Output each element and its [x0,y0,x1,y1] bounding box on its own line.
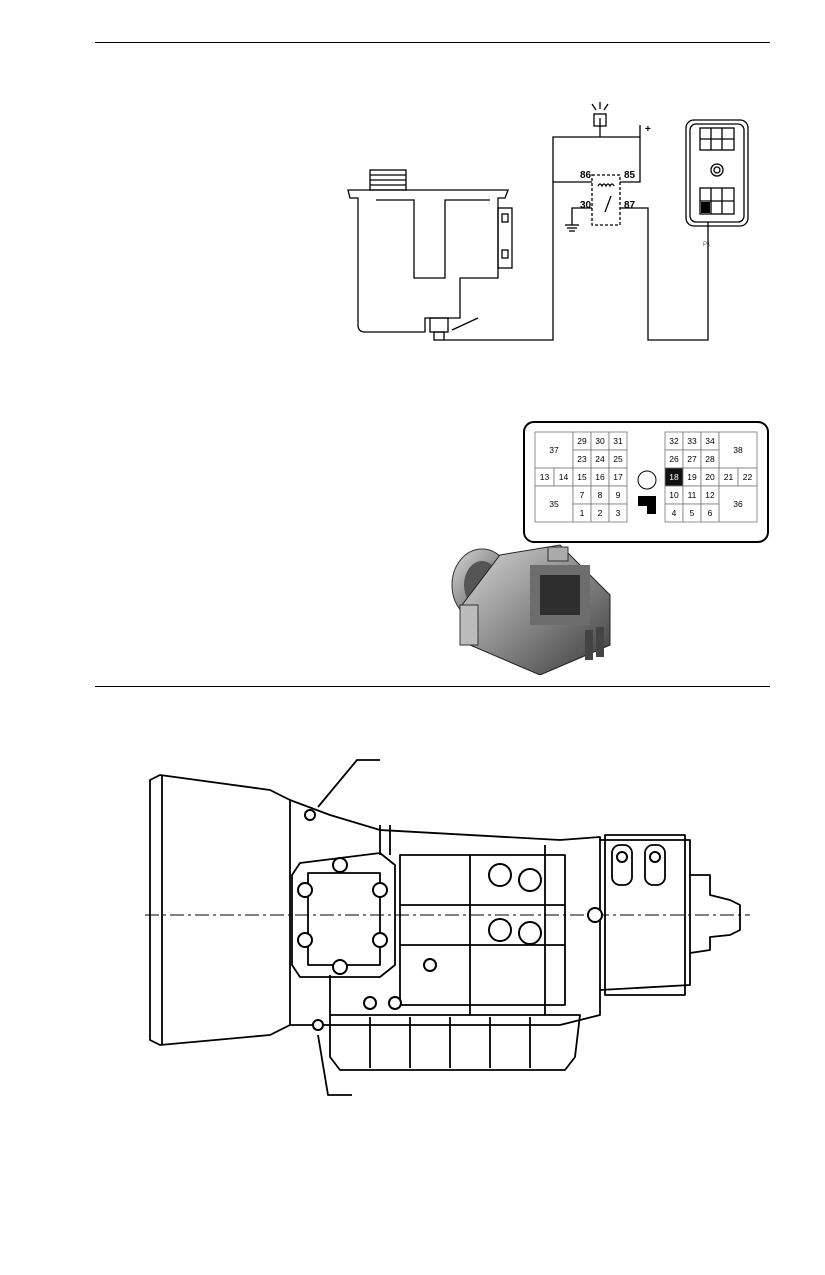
pin-cell [608,503,628,523]
pin-number-11: 11 [688,490,697,500]
pin-number-21: 21 [724,472,734,482]
wire-label: P1 [703,242,711,248]
fluid-reservoir-icon [347,169,513,341]
pin-number-9: 9 [616,490,621,500]
pin-number-23: 23 [577,454,587,464]
pin-number-13: 13 [540,472,550,482]
pin-number-18: 18 [669,472,679,482]
pin-number-15: 15 [577,472,587,482]
terminal-87-label: 87 [624,200,636,211]
pin-number-22: 22 [743,472,753,482]
pin-number-29: 29 [577,436,587,446]
pin-cell [700,503,720,523]
pin-number-36: 36 [733,499,743,509]
pin-number-33: 33 [687,436,697,446]
pin-number-37: 37 [549,445,559,455]
pin-number-16: 16 [595,472,605,482]
pin-number-30: 30 [595,436,605,446]
pin-number-4: 4 [672,508,677,518]
pin-number-10: 10 [669,490,679,500]
plus-label: + [645,124,651,135]
transmission-line-drawing [145,759,750,1096]
pin-number-19: 19 [687,472,697,482]
top-rule [95,42,770,43]
pin-number-17: 17 [613,472,623,482]
pin-number-14: 14 [559,472,569,482]
pin-number-26: 26 [669,454,679,464]
terminal-85-label: 85 [624,170,636,181]
pin-number-1: 1 [580,508,585,518]
pin-cell [534,431,574,469]
control-module-connector-icon [685,119,749,227]
pin-number-3: 3 [616,508,621,518]
pin-number-31: 31 [613,436,623,446]
pin-number-12: 12 [705,490,715,500]
pin-number-38: 38 [733,445,743,455]
warning-lamp-icon [591,102,609,127]
pin-number-32: 32 [669,436,679,446]
pin-number-7: 7 [580,490,585,500]
middle-rule [95,686,770,687]
pin-number-27: 27 [687,454,697,464]
pin-number-2: 2 [598,508,603,518]
pin-number-6: 6 [708,508,713,518]
relay-icon [591,174,621,226]
relay-wiring-diagram: 86 85 30 87 + P1 [347,102,749,341]
transmission-photo [451,544,611,675]
terminal-86-label: 86 [580,170,592,181]
ground-icon [565,224,579,232]
pin-number-8: 8 [598,490,603,500]
terminal-30-label: 30 [580,200,592,211]
pin-number-25: 25 [613,454,623,464]
pin-number-5: 5 [690,508,695,518]
pin-number-20: 20 [705,472,715,482]
pin-number-24: 24 [595,454,605,464]
pin-number-35: 35 [549,499,559,509]
pin-number-34: 34 [705,436,715,446]
pin-number-28: 28 [705,454,715,464]
